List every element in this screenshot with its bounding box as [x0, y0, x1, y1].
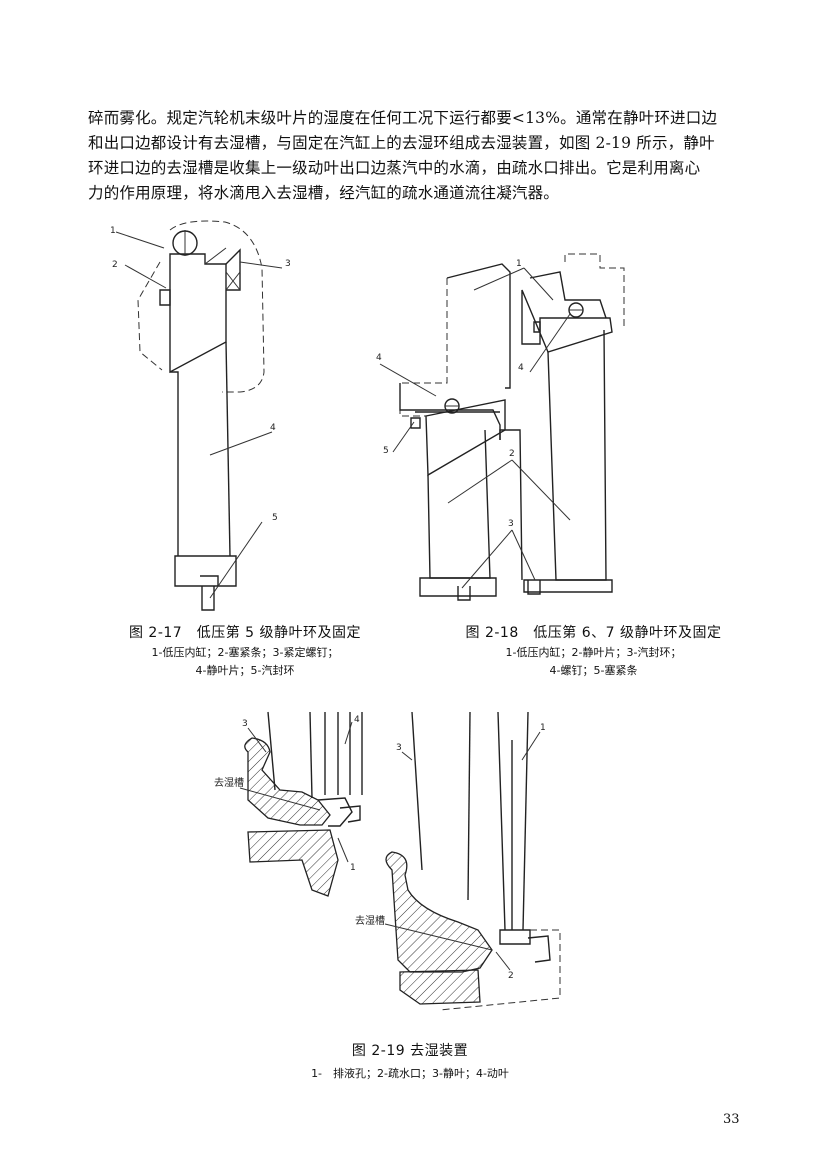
fig17-leaders — [115, 231, 283, 599]
fig19-label-3a: 3 — [242, 719, 248, 729]
paragraph-line: 力的作用原理，将水滴甩入去湿槽，经汽缸的疏水通道流往凝汽器。 — [88, 184, 560, 202]
fig17-caption: 图 2-17 低压第 5 级静叶环及固定 1-低压内缸；2-塞紧条；3-紧定螺钉… — [105, 622, 385, 678]
fig17-label-5: 5 — [272, 513, 278, 523]
fig19-label-4: 4 — [354, 715, 360, 725]
fig18-leaders — [379, 267, 571, 589]
fig18-label-4a: 4 — [376, 353, 382, 363]
fig18-caption: 图 2-18 低压第 6、7 级静叶环及固定 1-低压内缸；2-静叶片；3-汽封… — [446, 622, 741, 678]
fig17-label-4: 4 — [270, 423, 276, 433]
fig18-title: 图 2-18 低压第 6、7 级静叶环及固定 — [465, 625, 722, 641]
body-paragraph: 碎而雾化。规定汽轮机末级叶片的湿度在任何工况下运行都要<13%。通常在静叶环进口… — [88, 106, 740, 206]
fig18-legend-line2: 4-螺钉；5-塞紧条 — [549, 664, 638, 677]
fig17-outline — [137, 220, 265, 611]
fig19-title: 图 2-19 去湿装置 — [351, 1043, 469, 1059]
fig17-label-3: 3 — [285, 259, 291, 269]
fig18-label-1: 1 — [516, 259, 522, 269]
fig18-label-2: 2 — [509, 449, 515, 459]
fig19-legend: 1- 排液孔；2-疏水口；3-静叶；4-动叶 — [311, 1067, 509, 1080]
fig19-left-part — [244, 711, 363, 897]
fig19-label-groove-a: 去湿槽 — [214, 776, 244, 789]
paragraph-line: 环进口边的去湿槽是收集上一级动叶出口边蒸汽中的水滴，由疏水口排出。它是利用离心 — [88, 159, 701, 177]
fig19-right-part — [385, 711, 561, 1011]
fig18-outline — [399, 253, 625, 601]
fig19-label-1a: 1 — [350, 863, 356, 873]
fig19-label-1b: 1 — [540, 723, 546, 733]
fig19-caption: 图 2-19 去湿装置 1- 排液孔；2-疏水口；3-静叶；4-动叶 — [250, 1040, 570, 1081]
fig19-leaders — [239, 721, 541, 971]
fig17-legend-line1: 1-低压内缸；2-塞紧条；3-紧定螺钉； — [151, 646, 339, 659]
fig19-label-2: 2 — [508, 971, 514, 981]
paragraph-line: 和出口边都设计有去湿槽，与固定在汽缸上的去湿环组成去湿装置，如图 2-19 所示… — [88, 134, 715, 152]
fig18-legend-line1: 1-低压内缸；2-静叶片；3-汽封环； — [505, 646, 682, 659]
fig17-legend-line2: 4-静叶片；5-汽封环 — [195, 664, 295, 677]
fig19-label-3b: 3 — [396, 743, 402, 753]
page-number: 33 — [723, 1112, 740, 1127]
paragraph-line: 碎而雾化。规定汽轮机末级叶片的湿度在任何工况下运行都要<13%。通常在静叶环进口… — [88, 109, 718, 127]
fig17-label-2: 2 — [112, 260, 118, 270]
fig18-label-3: 3 — [508, 519, 514, 529]
fig18-label-4b: 4 — [518, 363, 524, 373]
fig19-label-groove-b: 去湿槽 — [355, 914, 385, 927]
fig18-label-5: 5 — [383, 446, 389, 456]
fig17-title: 图 2-17 低压第 5 级静叶环及固定 — [128, 625, 362, 641]
fig17-label-1: 1 — [110, 226, 116, 236]
